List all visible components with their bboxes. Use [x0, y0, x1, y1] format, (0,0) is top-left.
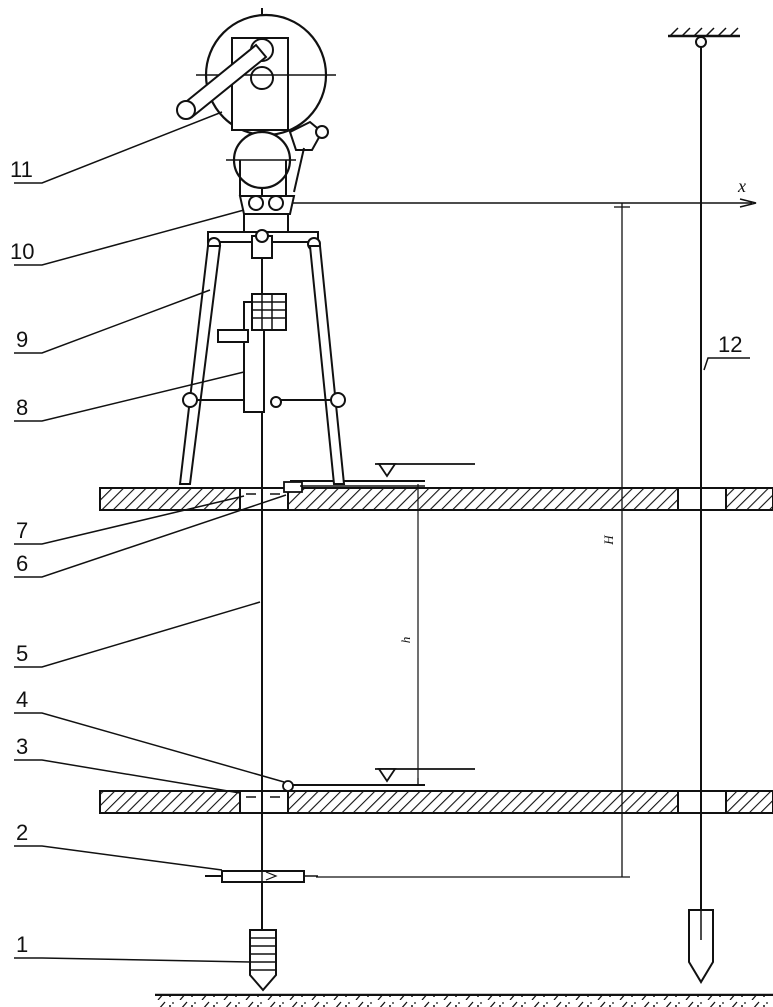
- reading-scale: [205, 870, 318, 883]
- plumb-bob-left: [249, 929, 277, 992]
- level-mark-upper: [375, 463, 475, 478]
- callout-3: 3: [16, 734, 28, 759]
- dimension-H: H: [316, 203, 630, 878]
- callout-4: 4: [16, 687, 28, 712]
- callout-7: 7: [16, 518, 28, 543]
- callout-11: 11: [10, 157, 33, 182]
- callout-5: 5: [16, 641, 28, 666]
- dimension-h: h: [398, 484, 419, 785]
- suspended-plumb-line-right: [668, 27, 740, 984]
- axis-x-label: x: [737, 176, 746, 196]
- level-mark-lower: [375, 768, 475, 783]
- callout-leaders: [14, 111, 750, 963]
- callout-1: 1: [16, 932, 28, 957]
- callout-numbers: 1 2 3 4 5 6 7 8 9 10 11 12: [10, 157, 742, 957]
- centring-rod: [217, 293, 287, 413]
- callout-9: 9: [16, 327, 28, 352]
- reference-axis-x: x: [290, 176, 757, 208]
- tribrach: [238, 195, 296, 243]
- ground: [155, 993, 773, 1007]
- target-upper: [283, 480, 425, 493]
- callout-12: 12: [718, 332, 742, 357]
- dimension-H-label: H: [601, 535, 616, 546]
- dimension-h-label: h: [398, 637, 413, 644]
- callout-10: 10: [10, 239, 34, 264]
- callout-6: 6: [16, 551, 28, 576]
- upper-floor-slab: [99, 487, 773, 511]
- lower-floor-slab: [99, 790, 773, 814]
- callout-2: 2: [16, 820, 28, 845]
- target-lower: [282, 780, 425, 792]
- optical-plummet-instrument: [176, 13, 336, 196]
- callout-8: 8: [16, 395, 28, 420]
